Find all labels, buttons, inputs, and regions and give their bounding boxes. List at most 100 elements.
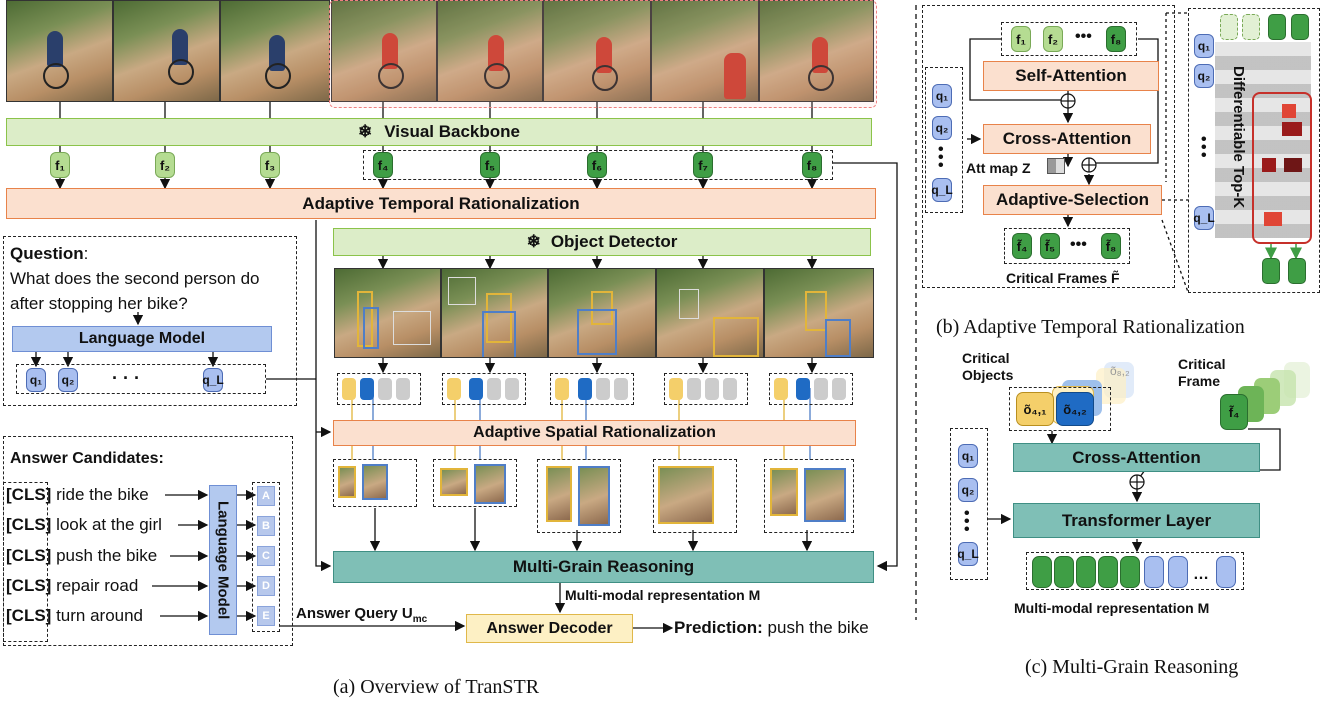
frame-token: f₃: [260, 152, 280, 178]
video-frame-3: [220, 0, 330, 102]
frame-token: f̃₄: [1012, 233, 1032, 259]
frame-token: f₆: [587, 152, 607, 178]
choice-token: E: [257, 606, 275, 626]
topk-panel: [1188, 8, 1320, 293]
object-token-group: [337, 373, 421, 405]
video-frame-7: [651, 0, 759, 102]
object-token: õ₄,₁: [1016, 392, 1054, 426]
ellipsis: · · ·: [112, 368, 140, 388]
object-token-group: [442, 373, 526, 405]
frame-token: f₂: [155, 152, 175, 178]
critical-frame-label: Critical Frame: [1178, 356, 1226, 389]
frame-token: f̃₅: [1040, 233, 1060, 259]
video-frame-2: [113, 0, 220, 102]
question-token: q_L: [931, 178, 953, 202]
snowflake-icon: ❄: [358, 122, 373, 141]
question-token: q₁: [958, 444, 978, 468]
choice-token: A: [257, 486, 275, 506]
answer-decoder-block: Answer Decoder: [466, 614, 633, 643]
att-map-icon: [1047, 158, 1065, 174]
panel-c-caption: (c) Multi-Grain Reasoning: [1025, 656, 1239, 678]
object-token: õ₈,₂: [1110, 364, 1130, 378]
answer-query-label: Answer Query Umc: [296, 605, 428, 625]
att-map-label: Att map Z: [966, 160, 1031, 176]
mm-representation-label: Multi-modal representation M: [1014, 600, 1210, 616]
question-token: q₂: [1194, 64, 1214, 88]
question-token: q₁: [1194, 34, 1214, 58]
frame-token: f₈: [1106, 26, 1126, 52]
detected-frame-6: [548, 268, 656, 358]
choice-token: B: [257, 516, 275, 536]
question-token: q₁: [26, 368, 46, 392]
mgr-cross-attention-block: Cross-Attention: [1013, 443, 1260, 472]
adaptive-spatial-rationalization-block: Adaptive Spatial Rationalization: [333, 420, 856, 446]
visual-backbone-block: ❄Visual Backbone: [6, 118, 872, 146]
answer-candidate: [CLS] turn around: [6, 606, 144, 625]
detected-frame-4: [334, 268, 441, 358]
question-token: q_L: [1193, 206, 1215, 230]
video-frame-8: [759, 0, 874, 102]
frame-token: f₂: [1043, 26, 1063, 52]
adaptive-temporal-rationalization-block: Adaptive Temporal Rationalization: [6, 188, 876, 219]
question-token: q_L: [957, 542, 979, 566]
cls-token-group: [3, 482, 48, 642]
cross-attention-block: Cross-Attention: [983, 124, 1151, 154]
frame-token: f₇: [693, 152, 713, 178]
attention-heatmap: [1215, 42, 1311, 238]
choice-token-group: [252, 482, 280, 632]
video-frame-6: [543, 0, 651, 102]
choice-token: D: [257, 576, 275, 596]
multi-grain-reasoning-block: Multi-Grain Reasoning: [333, 551, 874, 583]
answer-language-model-block: Language Model: [209, 485, 237, 635]
critical-frame-token-group: [1004, 228, 1130, 264]
transformer-layer-block: Transformer Layer: [1013, 503, 1260, 538]
selected-frames-highlight: [329, 0, 877, 108]
frame-token: f̃₄: [1220, 394, 1248, 430]
critical-objects-label: Critical Objects: [962, 350, 1014, 383]
self-attention-block: Self-Attention: [983, 61, 1159, 91]
critical-frames-label: Critical Frames F̃: [1006, 270, 1120, 286]
question-token: q₁: [932, 84, 952, 108]
frame-token: f̃₈: [1101, 233, 1121, 259]
panel-b-query-group: [925, 67, 963, 213]
selected-frame-tokens-group: [363, 150, 833, 180]
object-token: õ₄,₂: [1056, 392, 1094, 426]
frame-token: f₈: [802, 152, 822, 178]
video-frame-5: [437, 0, 543, 102]
mm-representation-group: [1026, 552, 1244, 590]
frame-token: f₅: [480, 152, 500, 178]
question-token-group: [16, 364, 266, 394]
topk-highlight: [1252, 92, 1312, 244]
object-token-group: [664, 373, 748, 405]
prediction-text: Prediction: push the bike: [674, 618, 869, 637]
multimodal-representation-label: Multi-modal representation M: [565, 587, 761, 603]
adaptive-selection-block: Adaptive-Selection: [983, 185, 1162, 215]
frame-token: f₁: [1011, 26, 1031, 52]
question-token: q₂: [958, 478, 978, 502]
panel-c-query-group: [950, 428, 988, 580]
video-frame-1: [6, 0, 113, 102]
object-detector-block: ❄Object Detector: [333, 228, 871, 256]
panel-b-caption: (b) Adaptive Temporal Rationalization: [936, 316, 1245, 338]
frame-token: f₄: [373, 152, 393, 178]
question-text: Question: What does the second person do…: [10, 244, 260, 313]
answer-candidate: [CLS] ride the bike: [6, 485, 149, 504]
answer-candidate: [CLS] push the bike: [6, 546, 158, 565]
answer-candidate: [CLS] look at the girl: [6, 515, 162, 534]
panel-a-caption: (a) Overview of TranSTR: [333, 676, 540, 698]
panel-b-frame: [922, 5, 1175, 288]
object-token-group: [769, 373, 853, 405]
snowflake-icon: ❄: [526, 232, 541, 251]
answer-candidate: [CLS] repair road: [6, 576, 139, 595]
question-token: q₂: [932, 116, 952, 140]
detected-frame-7: [656, 268, 764, 358]
panel-b-top-token-group: [1001, 22, 1137, 56]
question-token: q_L: [202, 368, 224, 392]
topk-label: Differentiable Top-K: [1230, 66, 1247, 209]
object-token-group: [550, 373, 634, 405]
detected-frame-8: [764, 268, 874, 358]
question-token: q₂: [58, 368, 78, 392]
detected-frame-5: [441, 268, 548, 358]
choice-token: C: [257, 546, 275, 566]
